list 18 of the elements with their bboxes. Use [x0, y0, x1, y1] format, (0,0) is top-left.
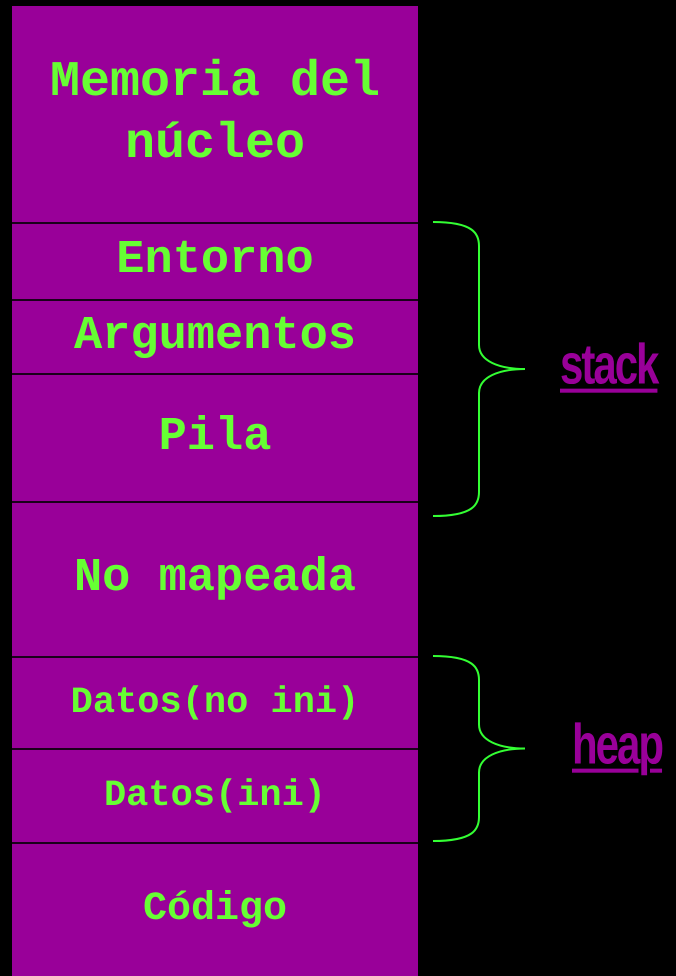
memory-segment-box — [12, 748, 418, 842]
segment-label: No mapeada — [74, 551, 356, 608]
segment-label: Datos(ini) — [104, 774, 326, 819]
region-label: stack — [560, 336, 658, 393]
memory-segment-box — [12, 222, 418, 299]
segment-label: Argumentos — [74, 308, 356, 365]
segment-label: Pila — [158, 410, 272, 466]
memory-segment-box — [12, 6, 418, 222]
segment-label: Código — [142, 886, 288, 934]
region-label: heap — [572, 716, 662, 773]
memory-segment-box — [12, 299, 418, 373]
segment-label: Datos(no ini) — [70, 680, 360, 726]
memory-segment-box — [12, 842, 418, 976]
segment-label: Entorno — [116, 233, 314, 290]
memory-segment-box — [12, 501, 418, 656]
segment-label: Memoria del núcleo — [48, 52, 382, 175]
memory-segment-box — [12, 656, 418, 748]
memory-segment-box — [12, 373, 418, 501]
